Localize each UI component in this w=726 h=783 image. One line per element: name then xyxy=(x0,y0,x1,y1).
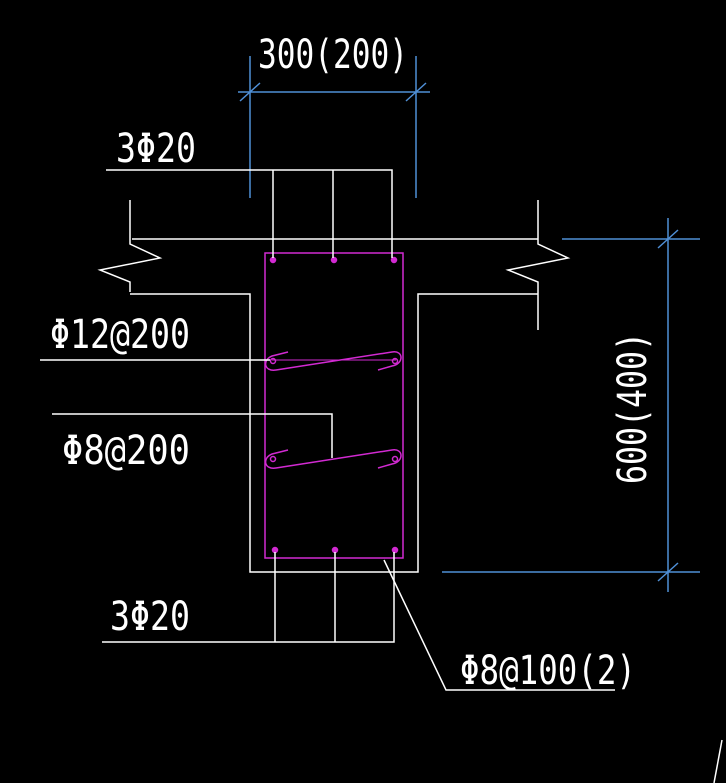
stirrups-label: Φ8@100(2) xyxy=(460,648,636,694)
tie-upper xyxy=(264,351,402,371)
rebar-cage xyxy=(264,252,404,559)
width-dimension-label: 300(200) xyxy=(258,32,408,78)
top-bars-label: 3Φ20 xyxy=(116,126,196,172)
height-dimension-label: 600(400) xyxy=(610,332,656,484)
leader-lines xyxy=(40,169,723,783)
bottom-bars xyxy=(271,546,399,554)
bottom-bars-label: 3Φ20 xyxy=(110,594,190,640)
concrete-outline xyxy=(97,200,571,573)
side-bars-label: Φ12@200 xyxy=(50,312,190,358)
dimension-lines xyxy=(238,56,700,592)
stirrup xyxy=(264,252,404,559)
tie-bars-label: Φ8@200 xyxy=(62,428,190,474)
top-bars xyxy=(269,256,398,264)
tie-lower xyxy=(264,449,402,469)
